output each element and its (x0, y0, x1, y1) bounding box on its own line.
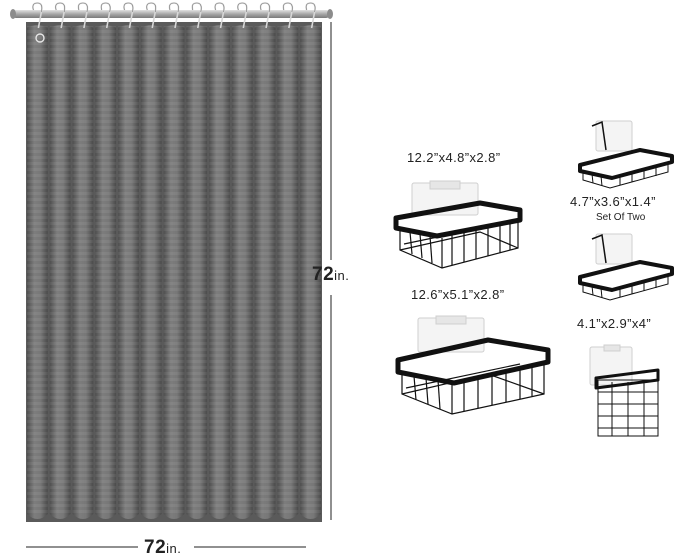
curtain-texture (231, 26, 253, 516)
curtain-texture (254, 26, 276, 516)
curtain-hook-outline (78, 2, 88, 13)
curtain-hook-outline (123, 2, 134, 13)
curtain-width-unit: in. (166, 541, 182, 556)
curtain-height-value: 72 (312, 264, 335, 285)
curtain-texture (277, 26, 299, 516)
curtain-hook-outline (260, 2, 270, 13)
curtain-hook-outline (305, 2, 316, 13)
curtain-texture (49, 26, 71, 516)
curtain-texture (186, 26, 208, 516)
loose-hook (35, 33, 45, 43)
curtain-hook-outline (32, 2, 43, 13)
curtain-hook-outline (169, 2, 179, 13)
curtain-hook-outline (237, 2, 248, 13)
tall-holder-basket (589, 344, 660, 437)
large-shelf-basket-1 (393, 180, 523, 269)
curtain-height-label: 72in. (312, 264, 349, 286)
curtain-hook-outline (146, 2, 157, 13)
curtain-texture (118, 26, 139, 516)
caddy-size-label-3: 4.7”x3.6”x1.4” (570, 194, 656, 209)
caddy-size-label-2: 12.6”x5.1”x2.8” (411, 287, 505, 302)
curtain-texture (95, 26, 117, 516)
curtain-texture (72, 26, 94, 516)
curtain-height-unit: in. (334, 268, 350, 283)
caddy-size-label-1: 12.2”x4.8”x2.8” (407, 150, 501, 165)
shower-rod (10, 9, 333, 19)
curtain-width-value: 72 (144, 537, 167, 558)
curtain-width-label: 72in. (144, 537, 181, 559)
caddy-set-note: Set Of Two (596, 212, 646, 223)
curtain-hook-outline (283, 2, 293, 13)
small-shelf-basket-2 (578, 233, 674, 301)
curtain-hook-outline (55, 2, 65, 13)
caddy-size-label-4: 4.1”x2.9”x4” (577, 316, 652, 331)
curtain-texture (163, 26, 185, 516)
curtain-hooks (32, 2, 316, 43)
curtain-texture (209, 26, 230, 516)
large-shelf-basket-2 (395, 315, 551, 415)
curtain-hook-outline (214, 2, 225, 13)
curtain-hook-outline (191, 2, 202, 13)
curtain-texture (27, 26, 48, 516)
shower-curtain (26, 22, 322, 522)
small-shelf-basket-1 (578, 120, 674, 189)
curtain-texture (300, 26, 321, 516)
curtain-hook-outline (100, 2, 111, 13)
curtain-texture (140, 26, 162, 516)
